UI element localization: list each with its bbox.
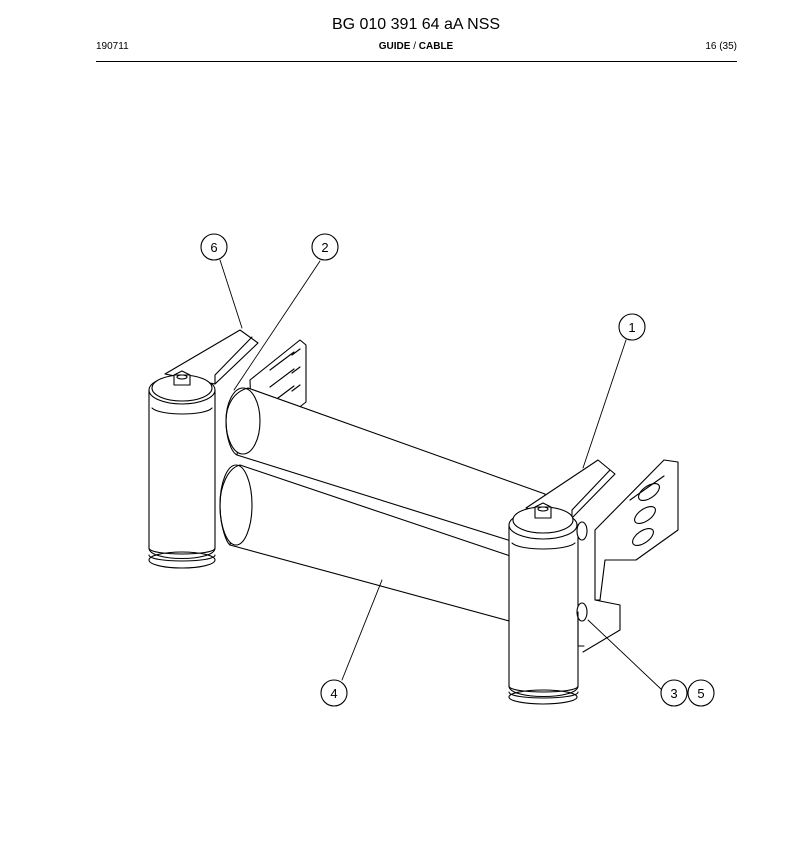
callout-circle xyxy=(311,233,339,261)
section-title-part1: GUIDE xyxy=(378,41,411,52)
header-rule xyxy=(96,61,737,62)
section-title: GUIDE / CABLE xyxy=(0,41,794,52)
document-number: BG 010 391 64 aA NSS xyxy=(331,16,501,33)
left-top-plate xyxy=(151,329,259,402)
date-code: 190711 xyxy=(96,41,129,52)
callout-label-4: 4 xyxy=(330,686,337,701)
section-title-separator: / xyxy=(410,41,419,52)
callout-label-2: 2 xyxy=(321,240,328,255)
callout-5: 5 xyxy=(687,679,715,707)
rear-bracket-right xyxy=(582,459,679,653)
leader-line-3-5 xyxy=(587,619,663,691)
callout-circle xyxy=(660,679,688,707)
callout-circle xyxy=(618,313,646,341)
callout-2: 2 xyxy=(311,233,339,261)
callout-circle xyxy=(320,679,348,707)
callout-6: 6 xyxy=(200,233,228,261)
leader-line-2 xyxy=(233,260,321,391)
leader-line-4 xyxy=(341,579,383,681)
callout-label-1: 1 xyxy=(628,320,635,335)
leader-line-6 xyxy=(219,259,243,329)
callout-label-5: 5 xyxy=(697,686,704,701)
right-vertical-roller xyxy=(508,510,579,705)
right-top-plate xyxy=(512,459,616,534)
leader-line-1 xyxy=(582,339,627,469)
leader-lines xyxy=(219,259,663,691)
callout-circle xyxy=(200,233,228,261)
section-title-part2: CABLE xyxy=(418,41,454,52)
callout-4: 4 xyxy=(320,679,348,707)
callout-circle xyxy=(687,679,715,707)
callout-3: 3 xyxy=(660,679,688,707)
left-vertical-roller xyxy=(148,375,216,569)
side-bolts xyxy=(576,521,588,647)
page-number: 16 (35) xyxy=(705,41,737,52)
callout-1: 1 xyxy=(618,313,646,341)
upper-horizontal-roller xyxy=(225,387,546,551)
callout-label-3: 3 xyxy=(670,686,677,701)
callout-label-6: 6 xyxy=(210,240,217,255)
